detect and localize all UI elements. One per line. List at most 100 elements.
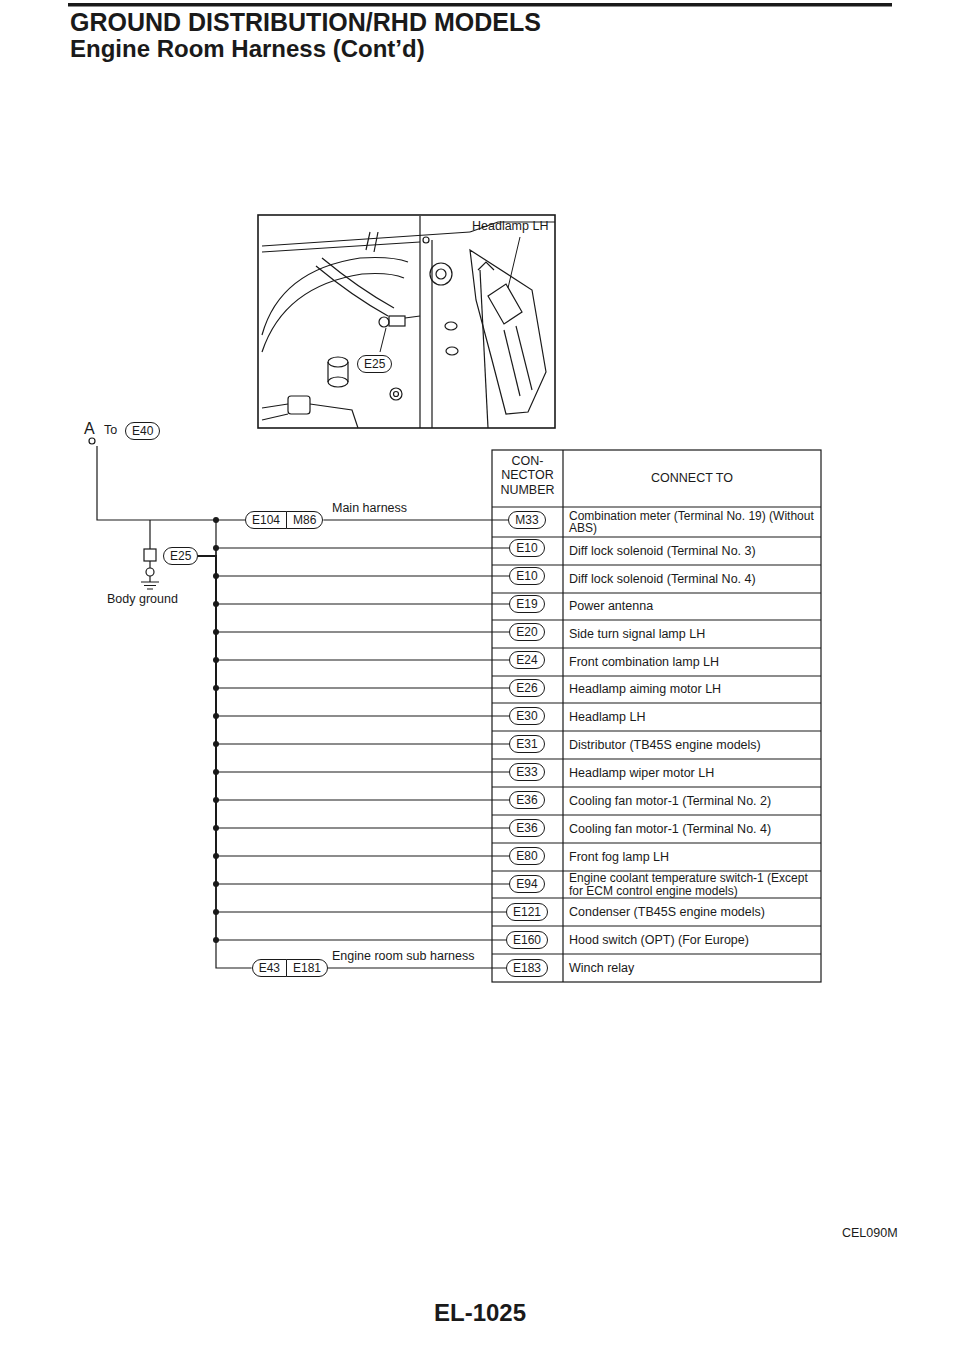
engine-room-illustration (419, 216, 420, 428)
connector-number: E33 (509, 763, 544, 781)
connector-number: E19 (509, 595, 544, 613)
engine-room-illustration (423, 237, 429, 243)
ground-wire (198, 556, 509, 856)
engine-room-illustration (328, 357, 348, 367)
connector-code: E36 (516, 792, 537, 808)
ground-wire (323, 519, 508, 520)
connector-code: E80 (516, 848, 537, 864)
connector-number: E94 (509, 875, 544, 893)
table-cell: Engine coolant temperature switch-1 (Exc… (569, 871, 819, 898)
connector-number: E104 (245, 511, 287, 529)
connector-number: E160 (506, 931, 548, 949)
connector-code: E40 (132, 423, 153, 439)
engine-room-illustration (322, 258, 394, 308)
connector-code: E19 (516, 596, 537, 612)
connector-code: E121 (513, 904, 541, 920)
ground-wire (198, 520, 245, 556)
engine-room-illustration (504, 330, 520, 396)
engine-room-illustration (394, 392, 399, 397)
table-rule (492, 450, 821, 982)
note-text: To (104, 423, 117, 437)
ground-wire (149, 520, 150, 549)
ground-wire (198, 556, 509, 716)
connector-number: E43 (252, 959, 287, 977)
connector-code: E24 (516, 652, 537, 668)
table-cell: Hood switch (OPT) (For Europe) (569, 926, 819, 954)
page-title: GROUND DISTRIBUTION/RHD MODELS (70, 9, 541, 37)
table-cell: Diff lock solenoid (Terminal No. 4) (569, 565, 819, 593)
ground-wire (198, 556, 509, 604)
header-rule (68, 3, 892, 7)
table-rule (492, 786, 821, 787)
ground-wire (198, 556, 509, 660)
ground-wire (141, 582, 159, 589)
table-cell: Cooling fan motor-1 (Terminal No. 2) (569, 787, 819, 815)
connector-number: E80 (509, 847, 544, 865)
connector-number: E121 (506, 903, 548, 921)
table-rule (492, 897, 821, 898)
engine-room-illustration (488, 284, 522, 324)
table-cell: Front fog lamp LH (569, 843, 819, 871)
connector-number: E36 (509, 791, 544, 809)
engine-room-illustration (445, 322, 457, 330)
ground-wire (198, 556, 509, 744)
connector-number: M33 (508, 511, 545, 529)
connector-code: M33 (515, 512, 538, 528)
table-rule (492, 925, 821, 926)
ground-wire (198, 556, 509, 828)
connector-code: E10 (516, 568, 537, 584)
engine-room-illustration (262, 232, 470, 246)
connector-code: E20 (516, 624, 537, 640)
engine-room-illustration (480, 270, 488, 428)
connector-code: E31 (516, 736, 537, 752)
engine-room-illustration (258, 215, 555, 428)
ground-wire (328, 967, 506, 968)
ground-wire (198, 556, 251, 968)
table-rule (492, 758, 821, 759)
engine-room-illustration (374, 232, 378, 252)
engine-room-illustration (316, 266, 388, 316)
connector-number: E24 (509, 651, 544, 669)
engine-room-illustration (478, 262, 494, 270)
table-cell: Headlamp wiper motor LH (569, 759, 819, 787)
part-name: Headlamp LH (472, 219, 548, 233)
ground-wire (97, 446, 216, 520)
connector-number: E40 (125, 422, 160, 440)
connector-code: E43 (259, 960, 280, 976)
leader-line (380, 328, 386, 352)
engine-room-illustration (446, 347, 458, 355)
engine-room-illustration (262, 258, 408, 336)
engine-room-illustration (262, 404, 358, 428)
engine-room-illustration (366, 232, 370, 250)
connector-code: E104 (252, 512, 280, 528)
callout-letter: A (84, 420, 95, 438)
table-cell: Side turn signal lamp LH (569, 620, 819, 648)
connector-number: E36 (509, 819, 544, 837)
ground-wire (144, 549, 156, 561)
ground-wire (198, 556, 506, 912)
connector-number: M86 (286, 511, 323, 529)
harness-name: Engine room sub harness (332, 949, 474, 963)
connector-number: E183 (506, 959, 548, 977)
connector-number: E10 (509, 567, 544, 585)
ground-wire (198, 556, 509, 772)
ground-wire (198, 556, 509, 576)
table-rule (492, 619, 821, 620)
engine-room-illustration (258, 215, 555, 428)
connector-number: E25 (163, 547, 198, 565)
ground-wire (89, 438, 216, 589)
connector-number: E181 (286, 959, 328, 977)
table-rule (492, 814, 821, 815)
connector-number: E20 (509, 623, 544, 641)
engine-room-illustration (436, 269, 446, 279)
table-rule (492, 592, 821, 593)
engine-room-illustration (379, 317, 389, 327)
table-cell: Distributor (TB45S engine models) (569, 731, 819, 759)
ground-wire (198, 556, 509, 884)
table-header: CON- NECTOR NUMBER (492, 454, 563, 497)
ground-wire (149, 561, 150, 568)
ground-wire (198, 556, 509, 632)
wire-group (198, 520, 509, 968)
connector-code: E94 (516, 876, 537, 892)
